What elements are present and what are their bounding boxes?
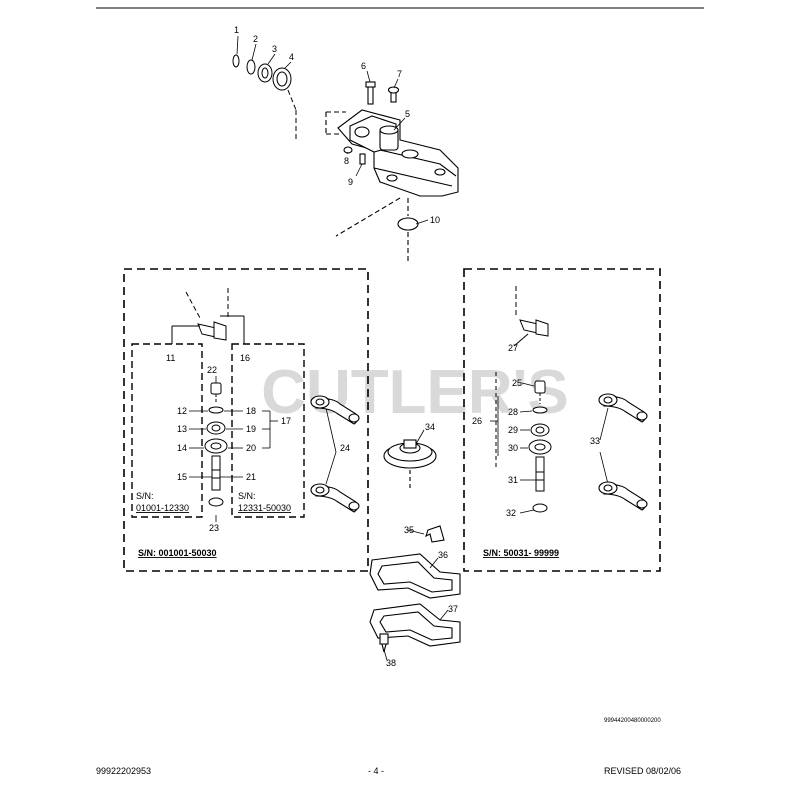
callout-10: 10 xyxy=(430,215,440,225)
callout-numbers: 1 2 3 4 5 6 7 8 9 10 11 12 13 14 15 16 1… xyxy=(166,25,600,668)
snap-ring-32 xyxy=(532,503,548,513)
footer-revised-date: REVISED 08/02/06 xyxy=(604,766,682,776)
center-parts xyxy=(369,439,461,653)
right-box-sn: S/N: 50031- 99999 xyxy=(483,548,559,558)
callout-8: 8 xyxy=(344,156,349,166)
left-variant-box xyxy=(123,268,369,572)
inner-left-sn-prefix: S/N: xyxy=(136,491,154,501)
callout-27: 27 xyxy=(508,343,518,353)
center-leaders xyxy=(383,429,449,661)
bearing-3 xyxy=(257,63,273,83)
callout-2: 2 xyxy=(253,34,258,44)
callout-38: 38 xyxy=(386,658,396,668)
callout-11: 11 xyxy=(166,353,175,363)
serial-labels: S/N: 01001-12330 S/N: 12331-50030 S/N: 0… xyxy=(136,491,559,558)
right-leaders xyxy=(490,382,609,514)
drawing-code: 99944200480000200 xyxy=(604,718,661,724)
callout-24: 24 xyxy=(340,443,350,453)
snap-ring-23 xyxy=(208,497,224,507)
callout-20: 20 xyxy=(246,443,256,453)
inner-left-sn-range: 01001-12330 xyxy=(136,503,189,513)
right-variant-box xyxy=(463,268,661,572)
callout-31: 31 xyxy=(508,475,518,485)
callout-37: 37 xyxy=(448,604,458,614)
right-parts xyxy=(495,286,552,513)
callout-34: 34 xyxy=(425,422,435,432)
screw-38 xyxy=(379,633,389,645)
top-leaders xyxy=(236,35,429,225)
callout-12: 12 xyxy=(177,406,187,416)
callout-33: 33 xyxy=(590,436,600,446)
gear-housing xyxy=(325,81,459,262)
callout-4: 4 xyxy=(289,52,294,62)
callout-16: 16 xyxy=(240,353,250,363)
connecting-rods-24 xyxy=(310,395,360,513)
bolt-9 xyxy=(359,153,366,165)
ring-8 xyxy=(343,146,353,154)
callout-36: 36 xyxy=(438,550,448,560)
left-leaders xyxy=(189,376,337,522)
snap-ring-1 xyxy=(232,54,240,68)
callout-18: 18 xyxy=(246,406,256,416)
bearing-set xyxy=(232,54,297,140)
inner-right-sn-range: 12331-50030 xyxy=(238,503,291,513)
inner-right-box xyxy=(231,343,305,518)
gasket-10 xyxy=(397,217,419,231)
spacer-25 xyxy=(534,380,546,394)
callout-32: 32 xyxy=(506,508,516,518)
callout-21: 21 xyxy=(246,472,256,482)
ring-28 xyxy=(532,406,548,414)
callout-22: 22 xyxy=(207,365,217,375)
callout-17: 17 xyxy=(281,416,291,426)
clip-35 xyxy=(425,525,445,543)
callout-23: 23 xyxy=(209,523,219,533)
callout-6: 6 xyxy=(361,61,366,71)
callout-29: 29 xyxy=(508,425,518,435)
callout-15: 15 xyxy=(177,472,187,482)
shaft-31 xyxy=(535,456,545,492)
callout-26: 26 xyxy=(472,416,482,426)
shaft-15-21 xyxy=(211,455,221,491)
ring-12-18 xyxy=(208,406,224,414)
left-box-sn: S/N: 001001-50030 xyxy=(138,548,217,558)
callout-5: 5 xyxy=(405,109,410,119)
callout-14: 14 xyxy=(177,443,187,453)
inner-right-sn-prefix: S/N: xyxy=(238,491,256,501)
connecting-rods-33 xyxy=(598,393,648,511)
callout-9: 9 xyxy=(348,177,353,187)
watermark: CUTLER'S xyxy=(261,358,569,427)
left-parts xyxy=(171,288,245,507)
washer-2 xyxy=(246,59,256,75)
callout-30: 30 xyxy=(508,443,518,453)
callout-19: 19 xyxy=(246,424,256,434)
callout-3: 3 xyxy=(272,44,277,54)
callout-1: 1 xyxy=(234,25,239,35)
callout-35: 35 xyxy=(404,525,414,535)
callout-13: 13 xyxy=(177,424,187,434)
seal-4 xyxy=(272,67,292,91)
callout-7: 7 xyxy=(397,69,402,79)
callout-25: 25 xyxy=(512,378,522,388)
inner-left-box xyxy=(131,343,203,518)
spacer-22 xyxy=(210,382,222,395)
footer-part-number: 99922202953 xyxy=(96,766,152,776)
footer-page-number: - 4 - xyxy=(368,766,385,776)
callout-28: 28 xyxy=(508,407,518,417)
